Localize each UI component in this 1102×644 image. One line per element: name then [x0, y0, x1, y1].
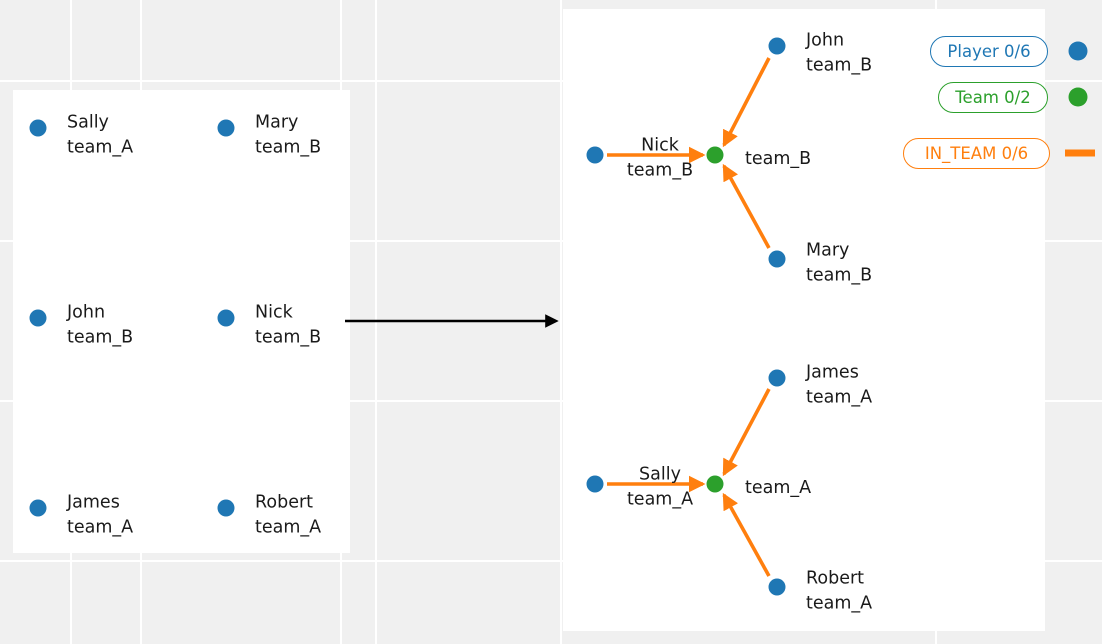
gridline-horizontal: [0, 560, 1102, 562]
player-label-john-graph: John team_B: [806, 29, 872, 80]
player-label-nick: Nick team_B: [255, 301, 321, 352]
player-name: Robert: [806, 568, 865, 589]
player-team: team_B: [806, 56, 873, 76]
player-label-james: James team_A: [67, 491, 133, 542]
player-node-mary-graph[interactable]: [768, 250, 786, 268]
player-team: team_A: [806, 388, 873, 408]
player-node-james[interactable]: [29, 499, 47, 517]
player-name: John: [806, 30, 845, 51]
player-node-john[interactable]: [29, 309, 47, 327]
player-team: team_B: [255, 328, 322, 348]
player-node-robert[interactable]: [217, 499, 235, 517]
player-label-john: John team_B: [67, 301, 133, 352]
legend-swatch-player-dot-icon: [1068, 41, 1088, 61]
player-name: James: [806, 362, 859, 383]
player-node-robert-graph[interactable]: [768, 578, 786, 596]
gridline-horizontal: [0, 240, 1102, 242]
player-node-mary[interactable]: [217, 119, 235, 137]
player-name: Sally: [67, 112, 109, 133]
edge-label-sally: Sally team_A: [627, 463, 693, 514]
player-team: team_A: [255, 518, 322, 538]
player-team: team_B: [67, 328, 134, 348]
player-label-sally: Sally team_A: [67, 111, 133, 162]
player-name: Mary: [806, 240, 850, 261]
player-team: team_A: [626, 490, 694, 510]
player-node-john-graph[interactable]: [768, 37, 786, 55]
player-name: Mary: [255, 112, 299, 133]
player-node-james-graph[interactable]: [768, 369, 786, 387]
legend-swatch-in-team-dash-icon: [1065, 149, 1095, 157]
legend-swatch-team-dot-icon: [1068, 87, 1088, 107]
player-name: James: [67, 492, 120, 513]
player-team: team_B: [255, 138, 322, 158]
player-name: John: [67, 302, 106, 323]
player-label-mary-graph: Mary team_B: [806, 239, 872, 290]
edge-label-nick: Nick team_B: [627, 134, 693, 185]
legend-pill-player[interactable]: Player 0/6: [930, 36, 1048, 67]
source-graph-panel: [13, 90, 350, 553]
player-node-sally-graph[interactable]: [586, 475, 604, 493]
gridline-horizontal: [0, 400, 1102, 402]
player-team: team_A: [67, 138, 134, 158]
player-name: Nick: [255, 302, 293, 323]
player-node-nick[interactable]: [217, 309, 235, 327]
player-team: team_A: [67, 518, 134, 538]
player-team: team_B: [626, 161, 694, 181]
player-label-robert: Robert team_A: [255, 491, 321, 542]
gridline-vertical: [560, 0, 562, 644]
team-node-team-a[interactable]: [706, 475, 724, 493]
player-label-robert-graph: Robert team_A: [806, 567, 872, 618]
legend-pill-in-team[interactable]: IN_TEAM 0/6: [903, 138, 1050, 169]
player-name: Sally: [639, 464, 681, 485]
player-node-sally[interactable]: [29, 119, 47, 137]
player-team: team_A: [806, 594, 873, 614]
team-node-team-b[interactable]: [706, 146, 724, 164]
legend-pill-team[interactable]: Team 0/2: [938, 82, 1048, 113]
team-label-team-a: team_A: [745, 478, 812, 498]
player-name: Robert: [255, 492, 314, 513]
gridline-vertical: [375, 0, 377, 644]
player-name: Nick: [641, 135, 679, 156]
player-label-james-graph: James team_A: [806, 361, 872, 412]
player-node-nick-graph[interactable]: [586, 146, 604, 164]
player-label-mary: Mary team_B: [255, 111, 321, 162]
gridline-horizontal: [0, 80, 1102, 82]
player-team: team_B: [806, 266, 873, 286]
team-label-team-b: team_B: [745, 149, 812, 169]
